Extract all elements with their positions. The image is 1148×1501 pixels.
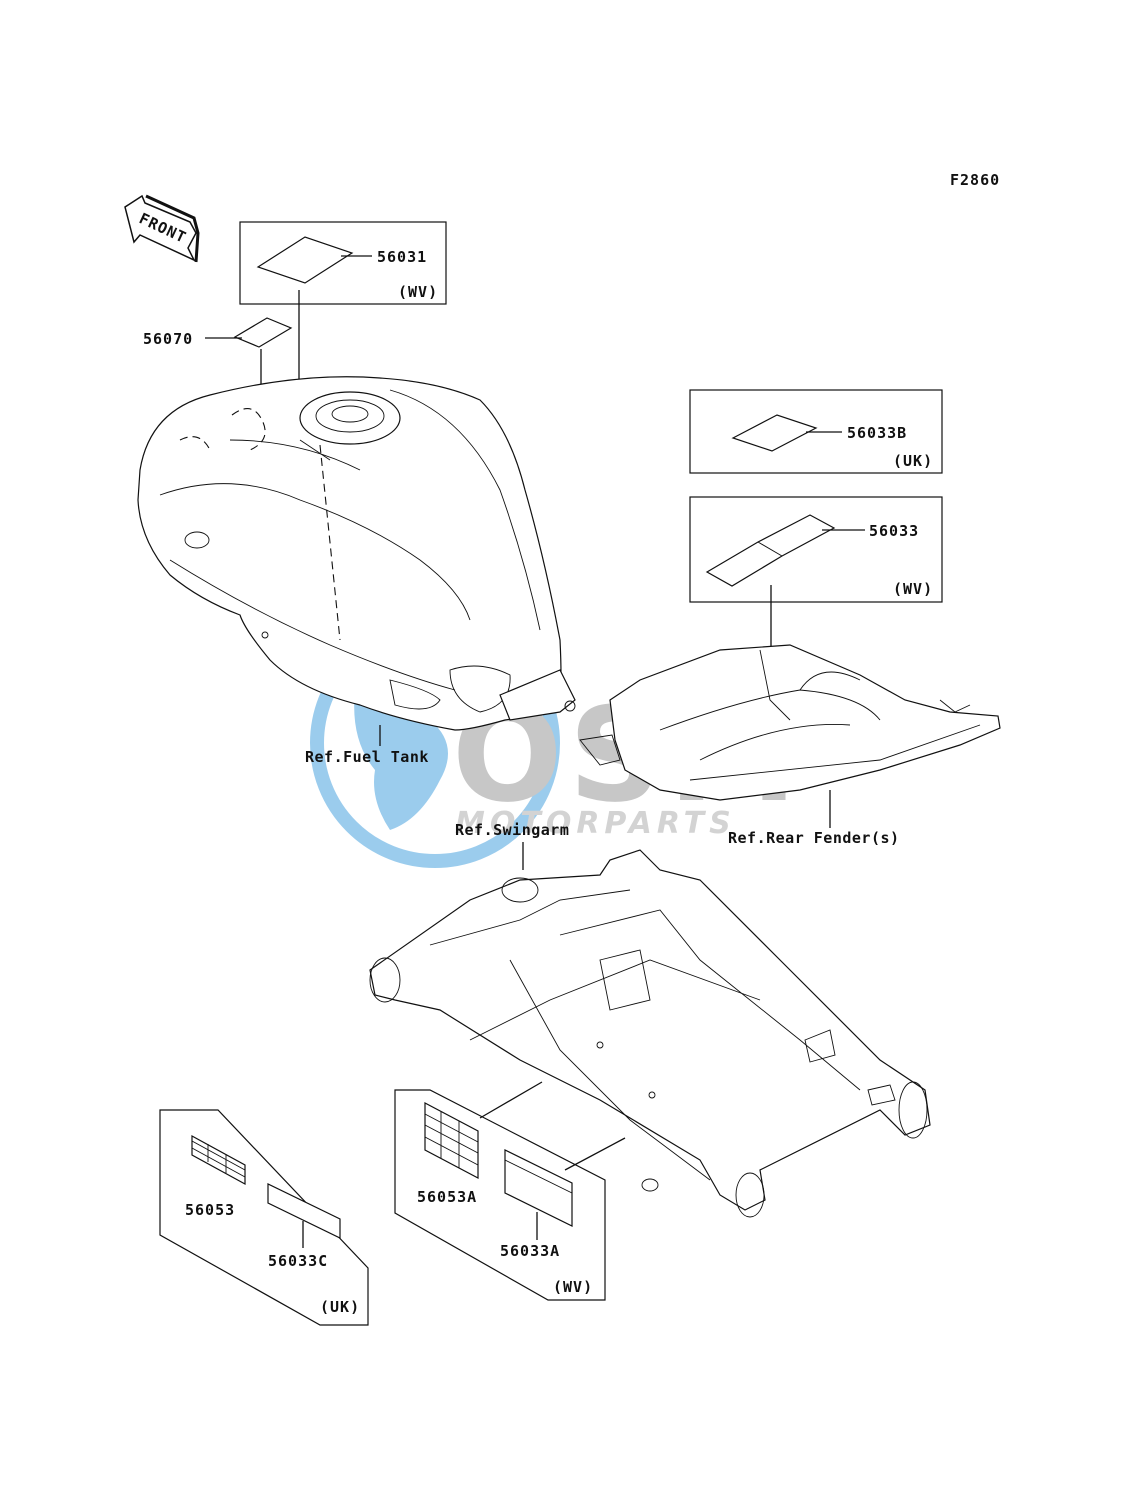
diagram-code: F2860 [950,171,1000,189]
label-box-56033b: 56033B (UK) [689,389,943,474]
part-number-56031: 56031 [377,248,427,266]
swingarm [369,849,931,1218]
watermark-sub: MOTORPARTS [455,806,736,841]
fuel-tank [137,376,576,746]
label-box-56033: 56033 (WV) [689,496,943,665]
rear-fender [579,644,1001,828]
region-56031: (WV) [398,283,438,301]
part-number-56033c: 56033C [268,1252,328,1270]
ref-rear-fender: Ref.Rear Fender(s) [728,829,900,847]
label-56070: 56070 [143,317,293,390]
part-number-56033b: 56033B [847,424,907,442]
part-number-56033a: 56033A [500,1242,560,1260]
label-box-56031: 56031 (WV) [239,221,447,392]
part-number-56033: 56033 [869,522,919,540]
region-wv-group: (WV) [553,1278,593,1296]
label-group-uk: 56053 56033C (UK) [159,1109,369,1326]
front-arrow-icon: FRONT [124,194,200,263]
region-56033b: (UK) [893,452,933,470]
ref-fuel-tank: Ref.Fuel Tank [305,748,429,766]
part-number-56053a: 56053A [417,1188,477,1206]
region-56033: (WV) [893,580,933,598]
part-number-56070: 56070 [143,330,193,348]
label-group-wv: 56053A 56033A (WV) [394,1089,606,1301]
part-number-56053: 56053 [185,1201,235,1219]
ref-swingarm: Ref.Swingarm [455,821,569,839]
region-uk-group: (UK) [320,1298,360,1316]
